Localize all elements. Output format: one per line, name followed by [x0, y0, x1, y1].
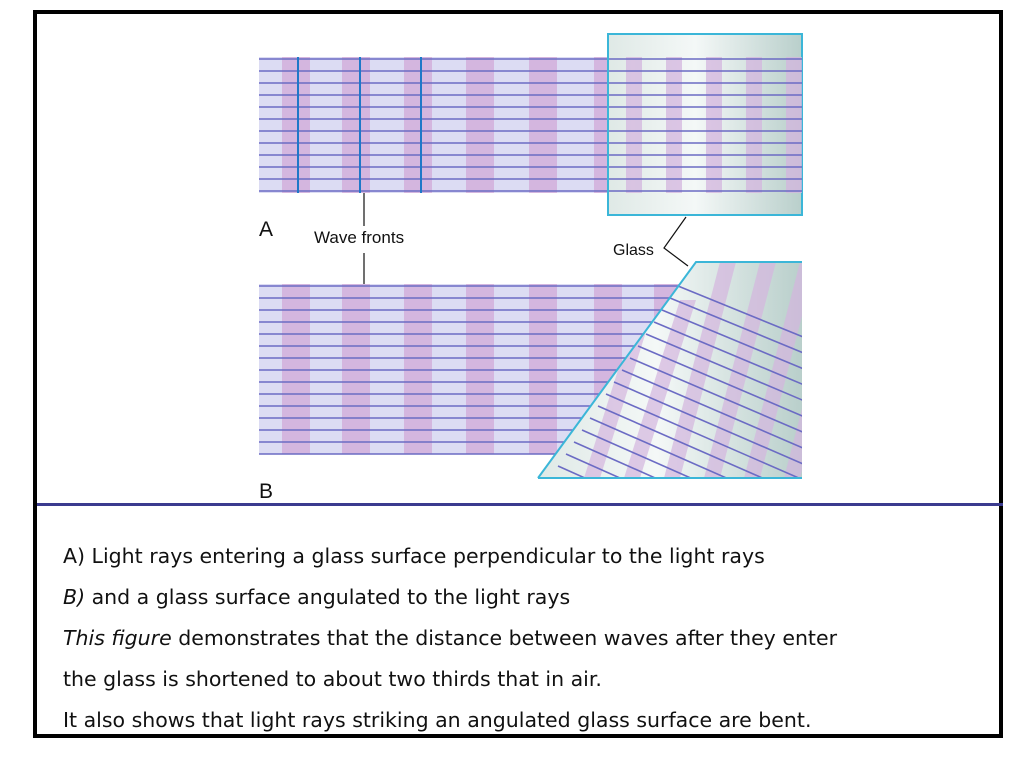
- caption-b-label: B): [63, 585, 86, 609]
- caption-b-text: and a glass surface angulated to the lig…: [85, 585, 571, 609]
- light-rays-a: [259, 58, 802, 192]
- glass-label: Glass: [613, 242, 654, 259]
- wave-fronts-label: Wave fronts: [314, 228, 404, 247]
- caption-divider: [37, 503, 1003, 506]
- panel-b: B: [259, 261, 802, 503]
- wave-front-lines-a: [297, 57, 422, 193]
- caption-line-b: B) and a glass surface angulated to the …: [63, 577, 993, 618]
- air-wave-bands-a: [282, 57, 608, 193]
- panel-a-label: A: [259, 218, 273, 241]
- figure-caption: A) Light rays entering a glass surface p…: [63, 536, 993, 741]
- glass-wave-bands-a: [626, 57, 802, 193]
- caption-line-figure: This figure demonstrates that the distan…: [63, 618, 993, 659]
- panel-a: A: [259, 33, 803, 241]
- panel-b-label: B: [259, 480, 273, 503]
- caption-line-glass: the glass is shortened to about two thir…: [63, 667, 602, 691]
- caption-line-a: A) Light rays entering a glass surface p…: [63, 544, 765, 568]
- glass-callout: Glass: [613, 216, 689, 267]
- glass-wave-bands-b: [584, 262, 802, 478]
- caption-figure-label: This figure: [63, 626, 172, 650]
- caption-figure-text: demonstrates that the distance between w…: [171, 626, 838, 650]
- refracted-rays-b: [557, 285, 802, 478]
- caption-line-bent: It also shows that light rays striking a…: [63, 708, 812, 732]
- glass-edge-b: [537, 261, 802, 479]
- wave-fronts-callout: Wave fronts: [314, 193, 404, 284]
